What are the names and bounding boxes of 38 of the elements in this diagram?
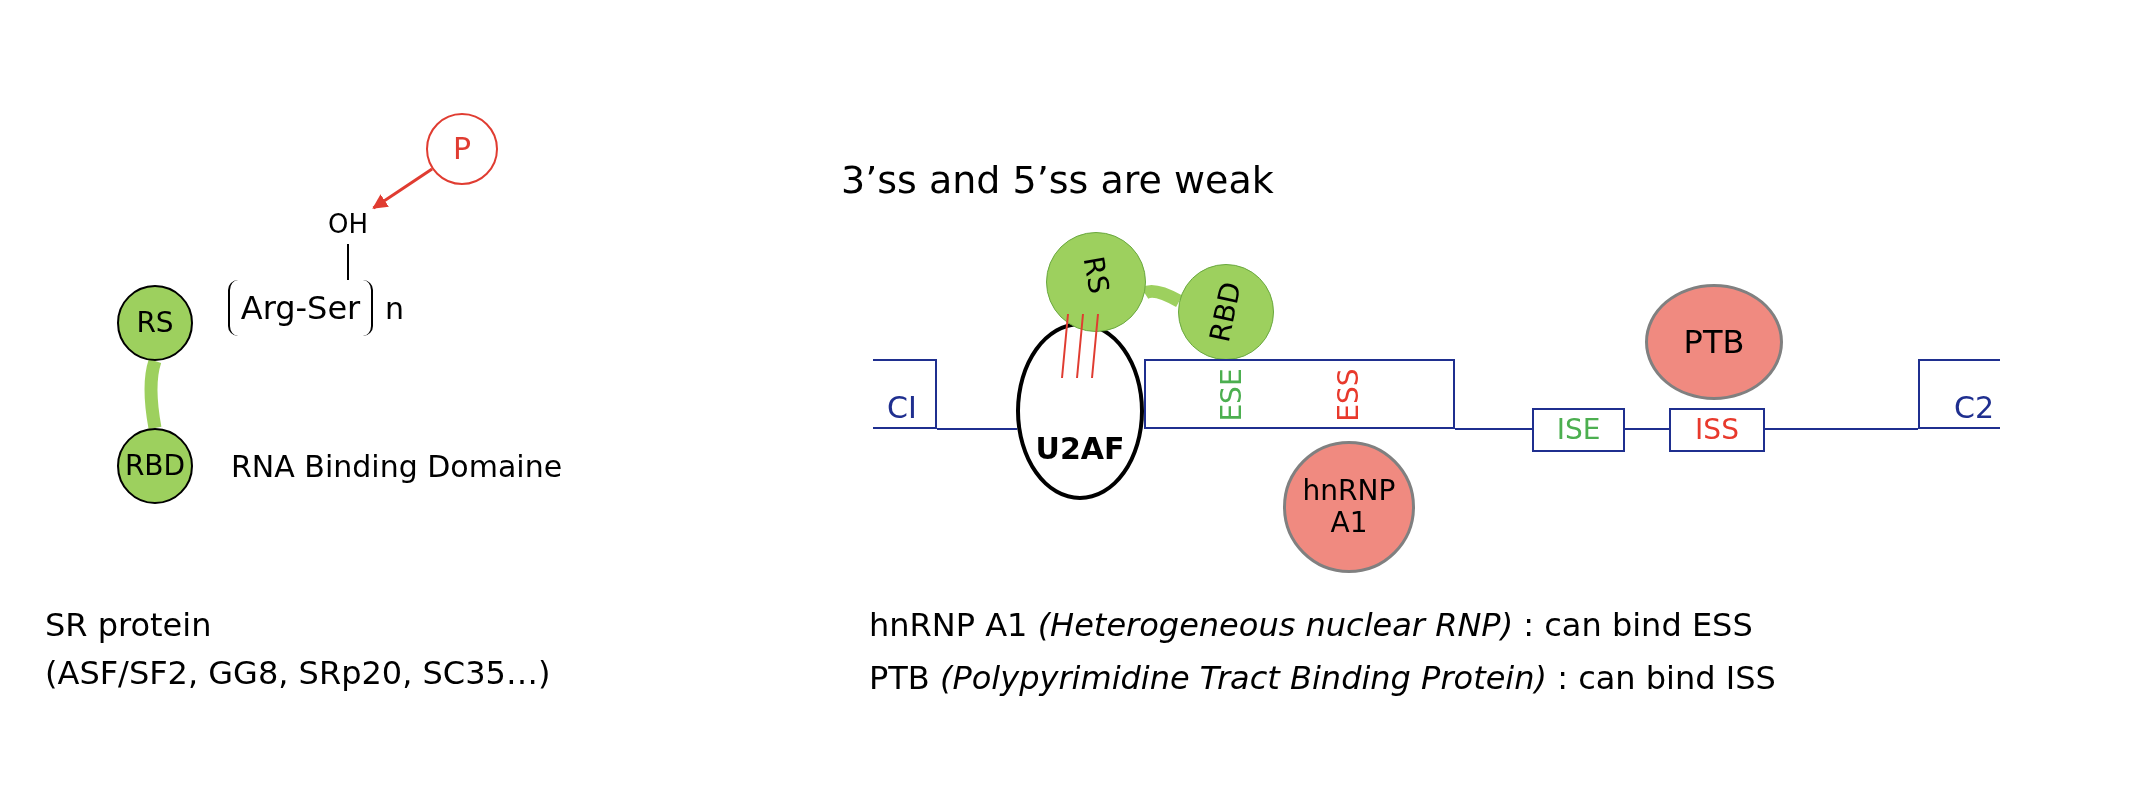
diagram-title: 3’ss and 5’ss are weak: [841, 158, 1274, 202]
binding-stroke: [1061, 313, 1069, 379]
domain-label: Arg-Ser: [240, 289, 361, 327]
caption-text: SR protein: [45, 606, 212, 644]
sequence-element-box: [1144, 359, 1455, 429]
domain-label: PTB: [1683, 323, 1745, 361]
caption-text: (ASF/SF2, GG8, SRp20, SC35…): [45, 654, 551, 692]
exon-box: [1918, 359, 2000, 429]
binding-stroke: [1091, 313, 1099, 379]
domain-label: CI: [887, 390, 917, 425]
node-caption: n: [385, 290, 404, 326]
domain-label: ISS: [1695, 413, 1739, 447]
domain-label: RBD: [124, 449, 186, 483]
linker: [1142, 284, 1183, 307]
caption-text: PTB (Polypyrimidine Tract Binding Protein) : can bind ISS: [869, 659, 1776, 697]
binding-stroke: [1076, 313, 1084, 379]
domain-label: U2AF: [1035, 431, 1125, 466]
sequence-element-box: [1669, 408, 1765, 452]
caption-text: hnRNP A1 (Heterogeneous nuclear RNP) : can bind ESS: [869, 606, 1753, 644]
domain-label: RBD: [1204, 279, 1248, 345]
hydroxyl-label: OH: [328, 210, 368, 240]
domain-label: hnRNP A1: [1301, 474, 1397, 540]
sequence-element-box: [1532, 408, 1625, 452]
domain-label: C2: [1953, 390, 1994, 425]
node-caption: RNA Binding Domaine: [231, 448, 563, 484]
connector-line: [1624, 428, 1670, 430]
connector-line: [1454, 428, 1533, 430]
domain-label: P: [452, 131, 472, 167]
element-label: ESS: [1335, 368, 1363, 422]
connector-line: [347, 243, 349, 281]
domain-label: RS: [136, 306, 174, 340]
domain-label: RS: [1076, 253, 1116, 297]
exon-box: [873, 359, 937, 429]
arrow: [372, 167, 433, 210]
element-label: ESE: [1218, 368, 1246, 422]
linker: [144, 359, 162, 430]
connector-line: [1764, 428, 1919, 430]
domain-label: ISE: [1556, 413, 1601, 447]
